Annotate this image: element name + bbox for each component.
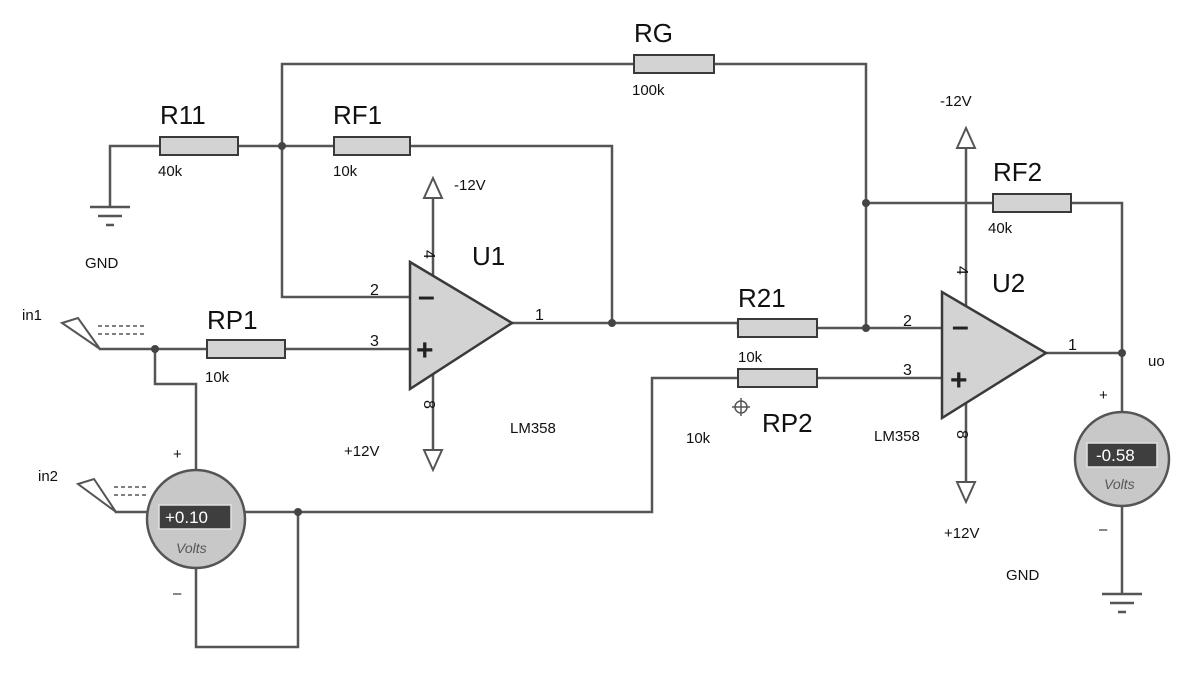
voltmeter-right-display	[1086, 442, 1158, 468]
supply-arrow-up-icon	[955, 125, 977, 149]
resistor-rg-value: 100k	[632, 82, 665, 99]
resistor-rf2-name: RF2	[993, 157, 1042, 187]
opamp-u1-name: U1	[472, 241, 505, 271]
resistor-rp1-name: RP1	[207, 305, 258, 335]
voltmeter-left-display	[158, 504, 232, 530]
opamp-u2-pin-out: 1	[1068, 337, 1077, 354]
resistor-rp2-name: RP2	[762, 408, 813, 438]
opamp-u2-minus: –	[952, 310, 969, 343]
opamp-u1-part: LM358	[510, 420, 556, 437]
terminal-in2-label: in2	[38, 468, 58, 485]
voltmeter-right-plus: +	[1099, 387, 1108, 404]
opamp-u2-pin-noninv: 3	[903, 362, 912, 379]
opamp-u1[interactable]: – + U1 LM358 2 3 1 4 8	[370, 241, 556, 437]
terminal-out[interactable]: uo	[1148, 353, 1165, 370]
opamp-u1-pin-inv: 2	[370, 282, 379, 299]
resistor-r11[interactable]: R11 40k	[158, 100, 239, 180]
voltmeter-right-reading: -0.58	[1096, 446, 1135, 465]
supply-u1-neg-label: -12V	[454, 177, 486, 194]
supply-u2-neg-label: -12V	[940, 93, 972, 110]
resistor-rf2[interactable]: RF2 40k	[988, 157, 1072, 237]
supply-u2-neg: -12V	[940, 93, 977, 149]
resistor-rp1[interactable]: RP1 10k	[205, 305, 286, 386]
ground-icon	[1102, 592, 1142, 614]
ground-left-label: GND	[85, 255, 119, 272]
opamp-u2[interactable]: – + U2 LM358 2 3 1 4 8	[874, 266, 1077, 445]
resistor-r21-name: R21	[738, 283, 786, 313]
ground-icon	[90, 205, 130, 227]
terminal-arrow-icon	[75, 477, 117, 513]
resistor-rp2[interactable]: RP2 10k	[686, 368, 818, 447]
wires	[98, 62, 1124, 649]
voltmeter-left[interactable]: +0.10 Volts + –	[145, 446, 247, 602]
supply-u1-neg: -12V	[422, 175, 486, 199]
terminal-arrow-icon	[59, 316, 101, 350]
opamp-u1-plus: +	[416, 334, 434, 367]
opamp-u2-name: U2	[992, 268, 1025, 298]
resistor-r21[interactable]: R21 10k	[737, 283, 818, 366]
supply-u1-pos-label: +12V	[344, 443, 379, 460]
resistor-rg[interactable]: RG 100k	[632, 18, 715, 99]
opamp-u2-part: LM358	[874, 428, 920, 445]
opamp-u2-pin-inv: 2	[903, 313, 912, 330]
voltmeter-left-reading: +0.10	[165, 508, 208, 527]
opamp-u1-pin-vneg: 4	[420, 250, 437, 259]
voltmeter-right[interactable]: -0.58 Volts + –	[1073, 387, 1171, 538]
opamp-u1-pin-out: 1	[535, 307, 544, 324]
resistor-rp1-value: 10k	[205, 369, 230, 386]
supply-u2-pos: +12V	[944, 481, 979, 542]
resistor-rf2-value: 40k	[988, 220, 1013, 237]
opamp-u1-pin-vpos: 8	[420, 400, 437, 409]
ground-right: GND	[1006, 567, 1142, 614]
ground-left: GND	[85, 205, 130, 272]
resistor-r21-value: 10k	[738, 349, 763, 366]
terminal-in2[interactable]: in2	[38, 468, 148, 513]
voltmeter-left-plus: +	[173, 446, 182, 463]
resistor-r11-value: 40k	[158, 163, 183, 180]
terminal-out-label: uo	[1148, 353, 1165, 370]
opamp-u1-pin-noninv: 3	[370, 333, 379, 350]
supply-u1-pos: +12V	[344, 443, 444, 473]
junctions	[151, 142, 1126, 516]
voltmeter-left-unit: Volts	[176, 540, 207, 556]
resistor-rf1-value: 10k	[333, 163, 358, 180]
resistor-rf1-name: RF1	[333, 100, 382, 130]
voltmeter-left-minus: –	[173, 585, 182, 602]
ground-right-label: GND	[1006, 567, 1040, 584]
voltmeter-right-unit: Volts	[1104, 476, 1135, 492]
supply-arrow-up-icon	[422, 175, 444, 199]
terminal-in1-label: in1	[22, 307, 42, 324]
supply-arrow-down-icon	[422, 449, 444, 473]
resistor-rf1[interactable]: RF1 10k	[333, 100, 411, 180]
opamp-u1-minus: –	[418, 280, 435, 313]
resistor-rg-name: RG	[634, 18, 673, 48]
opamp-u2-plus: +	[950, 364, 968, 397]
probe-crosshair-icon	[732, 398, 750, 416]
resistor-rp2-value: 10k	[686, 430, 711, 447]
opamp-u2-pin-vneg: 4	[953, 266, 970, 275]
supply-u2-pos-label: +12V	[944, 525, 979, 542]
opamp-u2-pin-vpos: 8	[953, 430, 970, 439]
resistor-r11-name: R11	[160, 100, 206, 130]
supply-arrow-down-icon	[955, 481, 977, 505]
terminal-in1[interactable]: in1	[22, 307, 146, 350]
voltmeter-right-minus: –	[1099, 521, 1108, 538]
